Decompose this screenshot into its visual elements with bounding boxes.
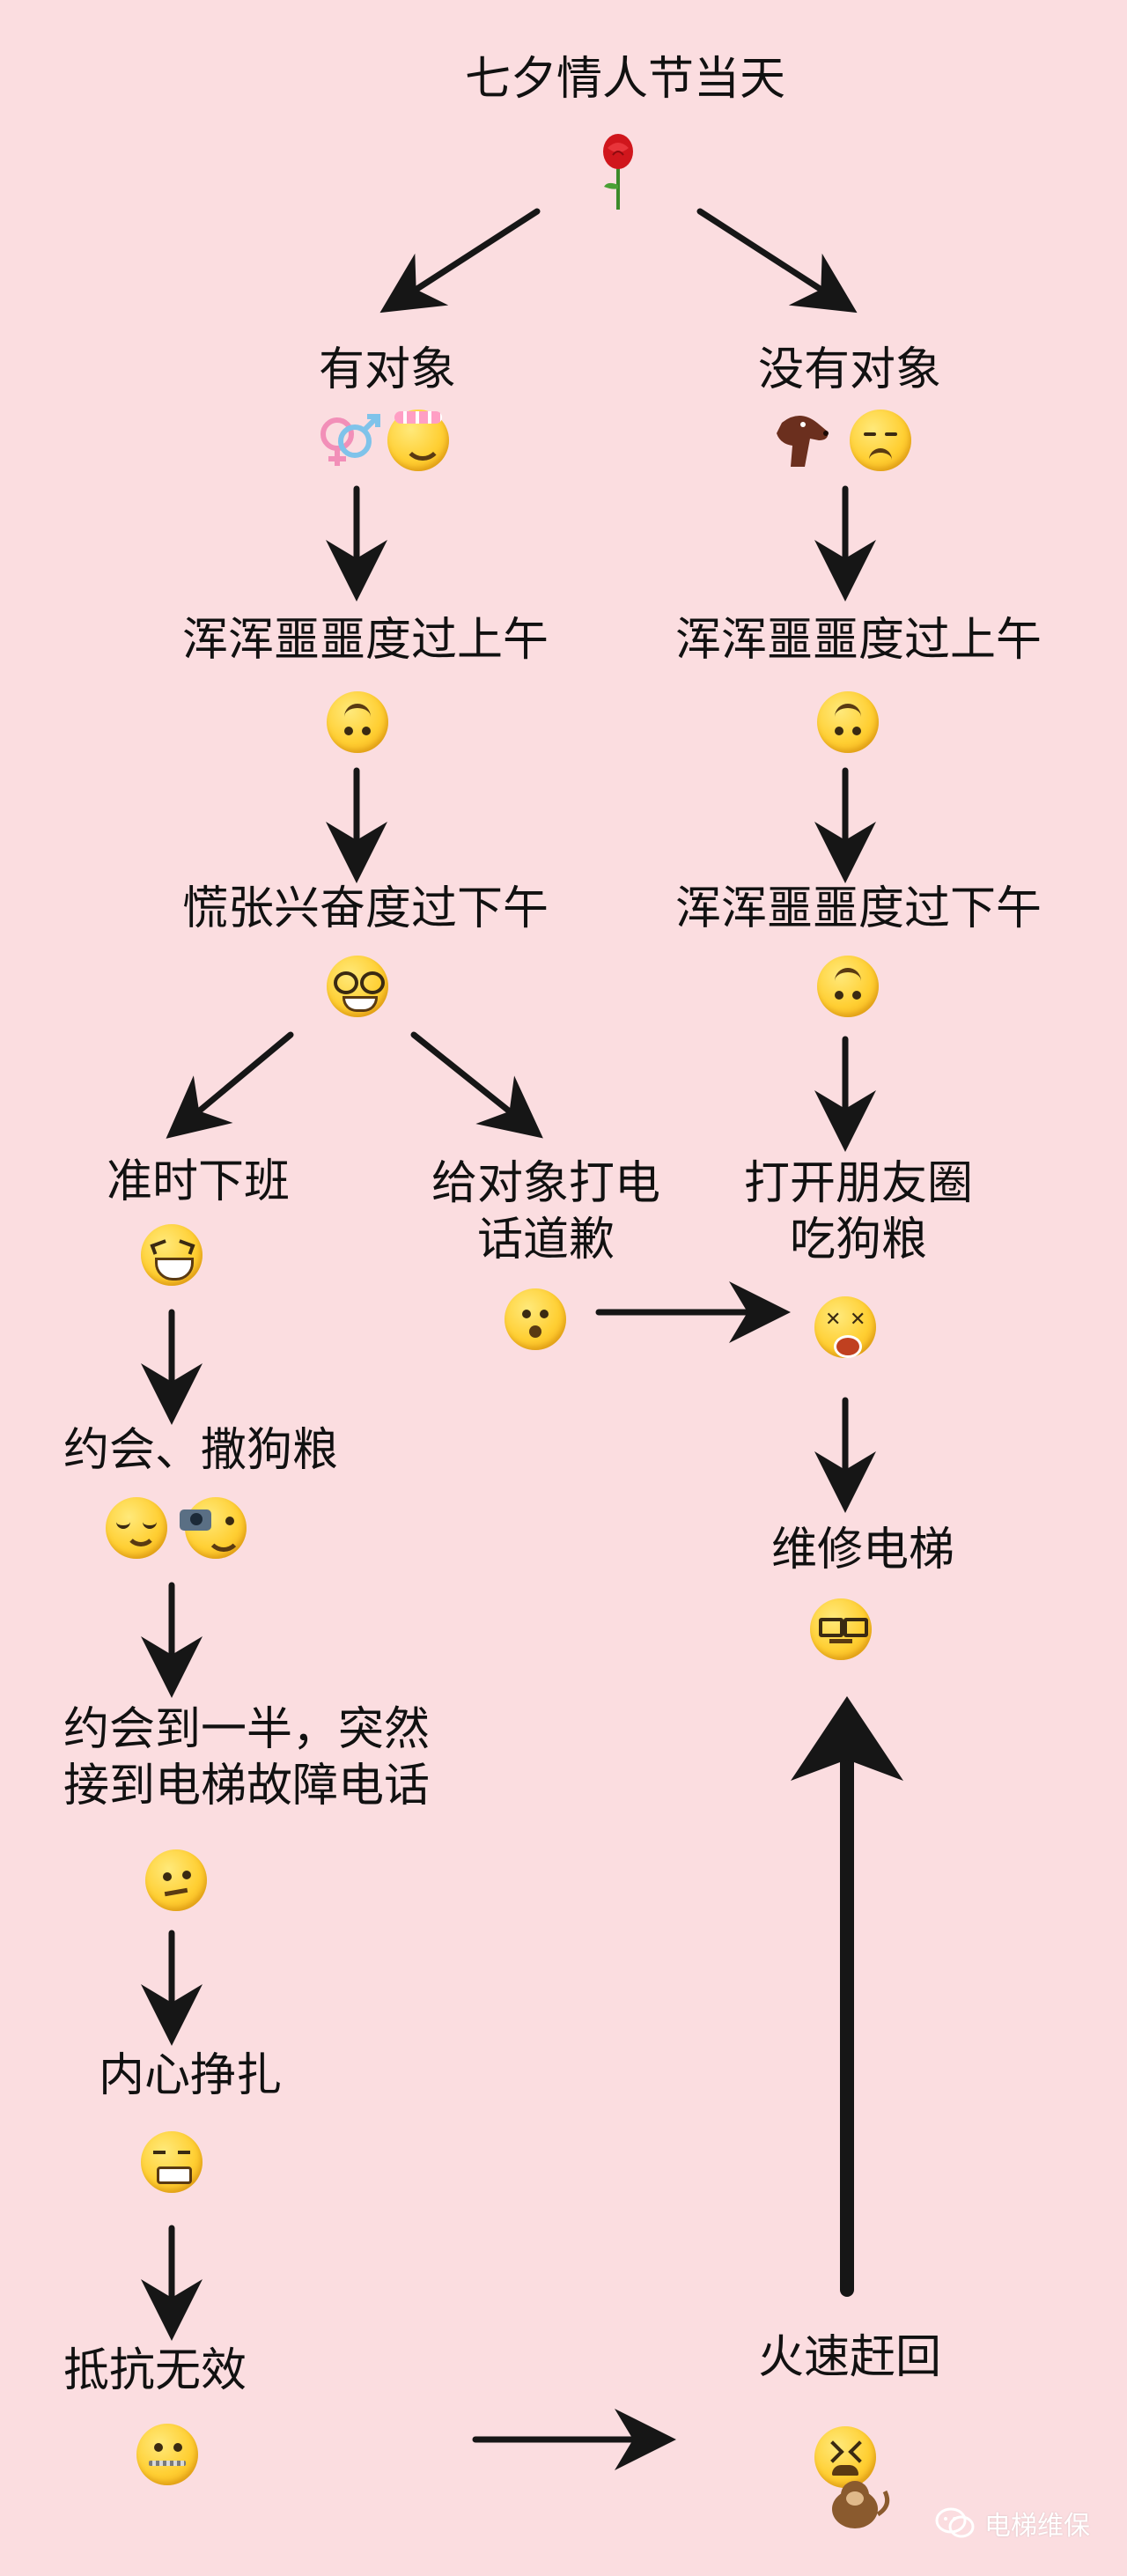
node-right-morning: 浑浑噩噩度过上午: [674, 614, 1042, 667]
dog-icon: [777, 416, 829, 467]
watermark-text: 电梯维保: [984, 2511, 1090, 2542]
node-left-morning: 浑浑噩噩度过上午: [181, 614, 549, 667]
node-off-work: 准时下班: [106, 1155, 290, 1208]
node-no-partner: 没有对象: [757, 343, 941, 396]
struggling-face-icon: [141, 2131, 203, 2193]
node-date: 约会、撒狗粮: [63, 1424, 339, 1477]
upside-down-face-icon: [817, 691, 879, 753]
node-interrupt-1: 约会到一半，突然: [63, 1703, 431, 1756]
tired-face-icon: [814, 2426, 876, 2488]
disappointed-face-icon: [850, 410, 911, 471]
node-apologize-2: 话道歉: [476, 1214, 615, 1266]
dizzy-face-icon: ✕ ✕: [814, 1296, 876, 1358]
nerd-face-icon: [327, 956, 388, 1017]
camera-wink-face-icon: [180, 1497, 247, 1559]
page-title: 七夕情人节当天: [464, 53, 785, 106]
node-right-afternoon: 浑浑噩噩度过下午: [674, 882, 1042, 935]
arrow-to-apologize: [410, 1031, 543, 1139]
node-moments-2: 吃狗粮: [789, 1214, 927, 1266]
arrow-to-has-partner: [379, 208, 541, 314]
laughing-face-icon: [141, 1224, 203, 1286]
persevering-face-icon: [810, 1598, 872, 1660]
arrow-to-off-work: [166, 1031, 294, 1139]
wechat-icon: [935, 2507, 975, 2538]
node-has-partner: 有对象: [318, 343, 456, 396]
thinking-face-icon: [145, 1849, 207, 1911]
node-repair: 维修电梯: [770, 1524, 954, 1576]
watermark: 电梯维保: [935, 2504, 1090, 2543]
arrow-to-no-partner: [696, 208, 858, 314]
node-resist: 抵抗无效: [63, 2344, 247, 2397]
frowning-face-icon: [505, 1288, 566, 1350]
relieved-face-icon: [106, 1497, 167, 1559]
node-interrupt-2: 接到电梯故障电话: [63, 1760, 431, 1812]
node-struggle: 内心挣扎: [99, 2049, 283, 2102]
node-left-afternoon: 慌张兴奋度过下午: [181, 882, 549, 935]
monkey-icon: [832, 2481, 890, 2528]
upside-down-face-icon: [817, 956, 879, 1017]
node-apologize-1: 给对象打电: [431, 1157, 660, 1210]
node-moments-1: 打开朋友圈: [743, 1157, 973, 1210]
couple-symbol-icon: [320, 414, 380, 466]
rose-icon: [603, 134, 633, 210]
blushing-face-icon: [387, 410, 449, 471]
zipper-mouth-face-icon: [136, 2424, 198, 2485]
node-rush-back: 火速赶回: [757, 2331, 941, 2384]
upside-down-face-icon: [327, 691, 388, 753]
